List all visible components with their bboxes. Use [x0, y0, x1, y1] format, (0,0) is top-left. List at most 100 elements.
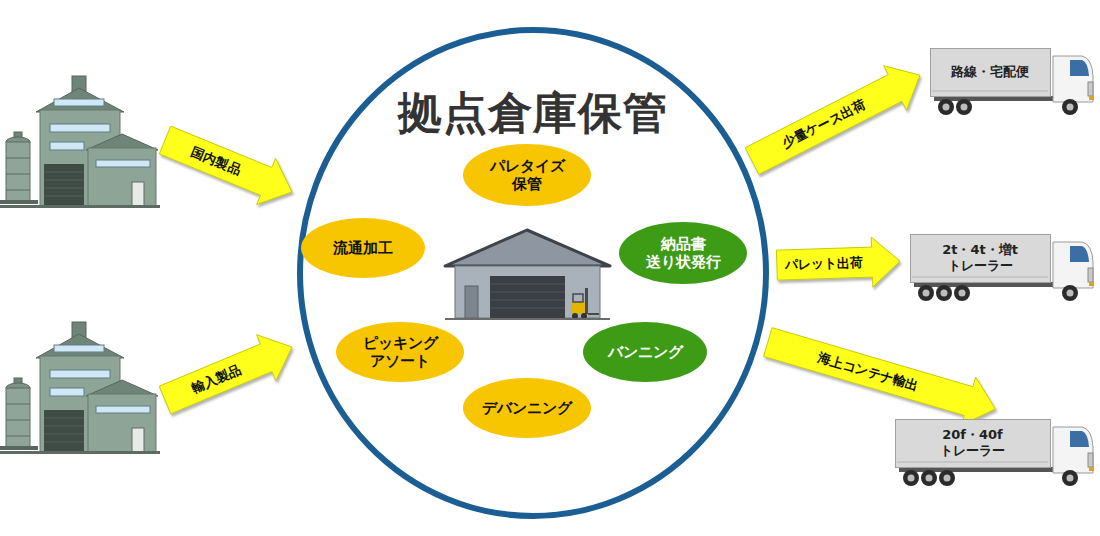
truck-cab: [1053, 56, 1093, 102]
truck-wheel: [938, 99, 954, 115]
drawing-part: [939, 470, 955, 486]
truck-box: 路線・宅配便: [930, 48, 1096, 116]
drawing-part: [1067, 475, 1074, 482]
service-oval: デバンニング: [462, 377, 592, 439]
warehouse-illustration: [445, 230, 610, 320]
drawing-part: [908, 475, 915, 482]
service-oval: パレタイズ 保管: [462, 143, 592, 207]
drawing-part: [943, 104, 950, 111]
truck-cab: [1053, 427, 1093, 473]
node-text: 路線・宅配便: [951, 64, 1029, 80]
hub-ellipse: [300, 30, 766, 516]
service-oval: ピッキング アソート: [335, 321, 465, 383]
oval-text-wrap: パレタイズ 保管: [462, 143, 592, 207]
truck-wheel: [939, 470, 955, 486]
truck-wheel: [903, 470, 919, 486]
truck-box: 2t・4t・増t トレーラー: [910, 234, 1096, 302]
drawing-part: [938, 99, 954, 115]
drawing-part: [944, 475, 951, 482]
service-oval: [619, 222, 747, 284]
truck-cargo-line: [912, 277, 1048, 278]
drawing-part: [490, 284, 565, 285]
factory-illustration: [0, 76, 160, 208]
service-oval: [463, 144, 591, 206]
drawing-part: [1067, 290, 1074, 297]
truck-illustration: [930, 48, 1096, 116]
service-oval: [463, 378, 591, 438]
arrow-label: 国内製品: [188, 142, 243, 178]
truck-wheel: [1062, 285, 1078, 301]
drawing-part: [923, 290, 930, 297]
drawing-part: [936, 285, 952, 301]
truck-window: [1070, 60, 1089, 76]
truck-grille: [1088, 453, 1093, 467]
truck-wheel: [956, 99, 972, 115]
drawing-part: [941, 290, 948, 297]
truck-lamp: [1089, 467, 1094, 471]
drawing-part: [1067, 104, 1074, 111]
service-oval: [301, 218, 425, 278]
drawing-part: [490, 308, 565, 309]
truck-cargo-line: [897, 462, 1048, 463]
truck-cargo: [911, 235, 1051, 283]
edge-label: 海上コンテナ輸出: [816, 348, 921, 395]
drawing-part: [918, 285, 934, 301]
drawing-part: [571, 302, 587, 314]
truck-wheel: [1062, 470, 1078, 486]
node-text: パレタイズ 保管: [485, 157, 569, 193]
service-oval: 納品書 送り状発行: [618, 221, 748, 285]
drawing-part: [490, 300, 565, 301]
drawing-part: [926, 475, 933, 482]
arrow-label: 輸入製品: [188, 361, 243, 398]
drawing-part: [1062, 285, 1078, 301]
truck-grille: [1088, 82, 1093, 96]
drawing-part: [573, 294, 583, 302]
oval-text-wrap: ピッキング アソート: [335, 321, 465, 383]
truck-lamp: [1089, 96, 1094, 100]
truck-text-wrap: 2t・4t・増t トレーラー: [910, 234, 1050, 282]
drawing-part: [921, 470, 937, 486]
truck-cab: [1053, 242, 1093, 288]
drawing-part: [959, 290, 966, 297]
service-oval: バンニング: [582, 321, 708, 383]
drawing-part: [465, 286, 478, 318]
service-oval: [336, 322, 464, 382]
truck-wheel: [921, 470, 937, 486]
hub-warehouse: 拠点倉庫保管パレタイズ 保管流通加工 納品書 送り状発行ピッキング アソート バンニ…: [297, 27, 769, 519]
oval-text-wrap: デバンニング: [462, 377, 592, 439]
shipping-arrow: [764, 328, 996, 425]
oval-text-wrap: 流通加工: [300, 217, 426, 279]
drawing-part: [1062, 99, 1078, 115]
service-oval: [583, 322, 707, 382]
truck-text-wrap: 20f・40f トレーラー: [895, 419, 1050, 467]
truck-box: 20f・40f トレーラー: [895, 419, 1096, 487]
title-wrap: 拠点倉庫保管: [297, 86, 769, 140]
node-text: 20f・40f トレーラー: [927, 427, 1019, 458]
truck-grille: [1088, 268, 1093, 282]
factory-illustration: [0, 322, 160, 454]
drawing-part: [490, 292, 565, 293]
truck-wheel: [954, 285, 970, 301]
shipping-arrow: [745, 66, 920, 175]
drawing-part: [961, 104, 968, 111]
drawing-part: [445, 230, 610, 266]
truck-wheel: [1062, 99, 1078, 115]
oval-text-wrap: 納品書 送り状発行: [618, 221, 748, 285]
drawing-part: [455, 266, 600, 318]
node-text: 流通加工: [333, 239, 393, 257]
drawing-part: [585, 288, 588, 314]
truck-wheel: [918, 285, 934, 301]
drawing-part: [490, 276, 565, 318]
drawing-part: [445, 318, 610, 320]
edge-label: パレット出荷: [785, 253, 864, 273]
truck-cargo-line: [932, 91, 1048, 92]
inbound-arrow: [159, 126, 292, 204]
node-text: デバンニング: [482, 399, 572, 417]
truck-window: [1070, 431, 1089, 447]
shipping-arrow: [776, 237, 900, 287]
drawing-part: [954, 285, 970, 301]
edge-label: 少量ケース出荷: [779, 96, 868, 153]
truck-wheel: [936, 285, 952, 301]
